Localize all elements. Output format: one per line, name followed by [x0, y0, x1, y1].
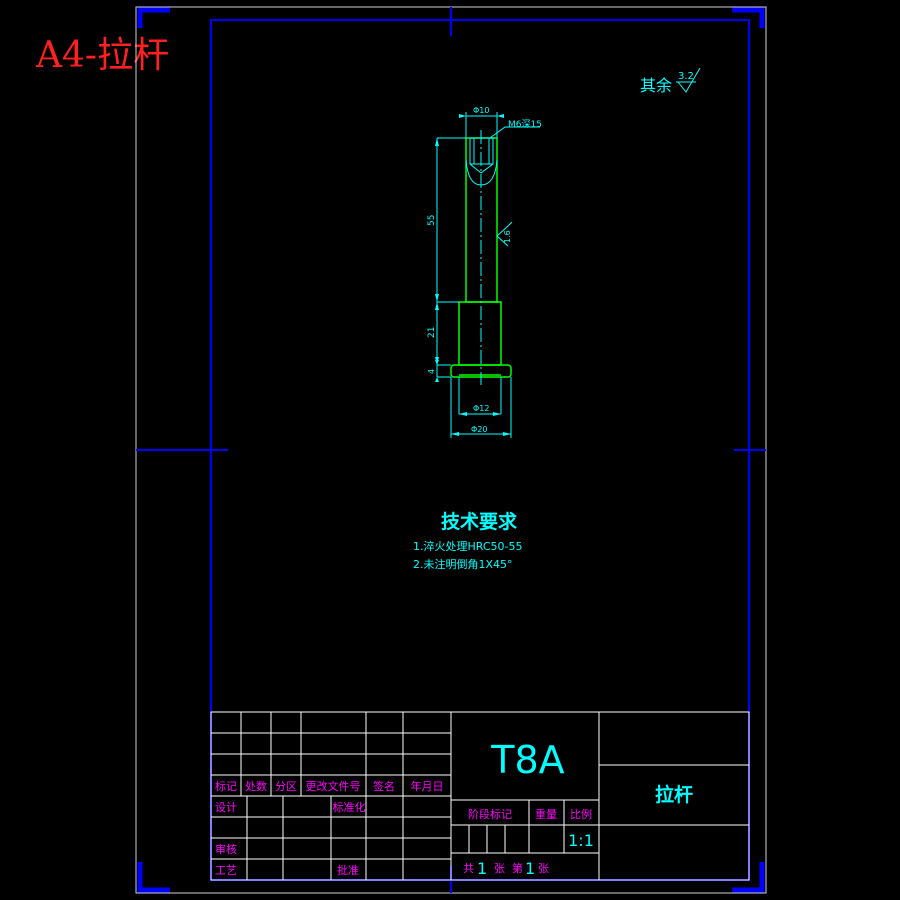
tech-req-item-2: 2.未注明倒角1X45°: [413, 557, 513, 571]
process-label: 工艺: [215, 864, 237, 877]
corner-mark-tr: [732, 7, 765, 28]
roughness-symbol-icon: [677, 67, 701, 93]
dim-d10-label: Φ10: [473, 106, 489, 115]
material-label: T8A: [490, 738, 564, 782]
corner-mark-tl: [137, 7, 170, 28]
sheet-label: A4-拉杆: [36, 35, 170, 76]
sheets-unit-1: 张: [494, 862, 505, 875]
header-zone: 分区: [275, 780, 297, 793]
approve-label: 批准: [337, 863, 359, 877]
shaft-middle: [458, 301, 502, 366]
dim-rough16-label: 1.6: [503, 230, 512, 243]
dim-thread-label: M6深15: [508, 119, 542, 130]
roughness-other-prefix: 其余: [640, 76, 672, 95]
dimension-arrows: [435, 114, 511, 436]
scale-label: 比例: [570, 807, 592, 821]
part-name-label: 拉杆: [655, 783, 693, 806]
sheets-unit-2: 张: [538, 862, 549, 875]
dim-d20-label: Φ20: [471, 425, 487, 434]
tech-req-item-1: 1.淬火处理HRC50-55: [413, 539, 523, 553]
header-signature: 签名: [373, 779, 395, 793]
header-change-doc: 更改文件号: [306, 779, 361, 793]
design-label: 设计: [215, 801, 237, 814]
scale-value: 1:1: [568, 831, 594, 850]
corner-mark-br: [732, 862, 765, 893]
inner-frame: [210, 19, 750, 881]
corner-mark-bl: [137, 862, 170, 893]
title-block-grid: [210, 711, 750, 881]
sheet-no: 1: [525, 859, 535, 878]
dim-len4-label: 4: [427, 369, 436, 374]
stage-mark-label: 阶段标记: [468, 807, 512, 821]
sheets-total: 1: [477, 859, 487, 878]
tech-req-title: 技术要求: [441, 510, 518, 533]
review-label: 审核: [215, 842, 237, 856]
sheets-total-prefix: 共: [463, 862, 474, 875]
weight-label: 重量: [535, 807, 557, 821]
dim-len21-label: 21: [427, 327, 437, 338]
dim-d12-label: Φ12: [473, 404, 489, 413]
standardize-label: 标准化: [333, 800, 366, 814]
roughness-other-value: 3.2: [678, 71, 694, 82]
header-count: 处数: [245, 780, 267, 793]
dim-len55-label: 55: [427, 215, 437, 226]
sheet-no-prefix: 第: [512, 861, 523, 875]
corner-marks: [137, 7, 765, 893]
header-mark: 标记: [215, 779, 237, 793]
header-date: 年月日: [411, 779, 444, 793]
